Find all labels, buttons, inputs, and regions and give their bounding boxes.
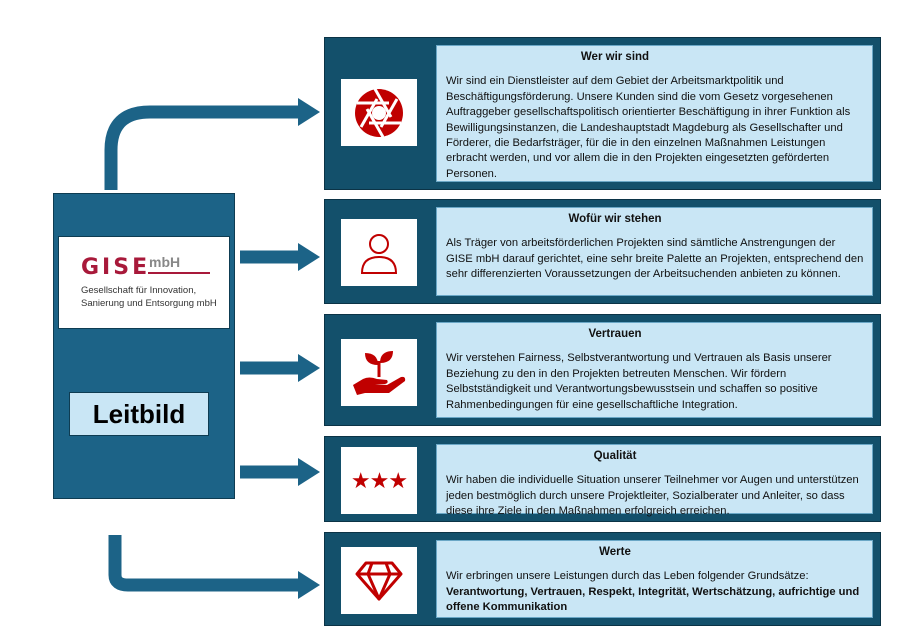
diamond-icon bbox=[341, 547, 417, 614]
three-stars-icon: ★★★ bbox=[341, 447, 417, 514]
logo-suffix: mbH bbox=[149, 254, 181, 270]
hand-plant-icon bbox=[341, 339, 417, 406]
arrow-to-card-1 bbox=[104, 105, 300, 190]
person-icon bbox=[341, 219, 417, 286]
logo-subtitle: Gesellschaft für Innovation,Sanierung un… bbox=[81, 285, 217, 309]
page-title: Leitbild bbox=[69, 392, 209, 436]
arrow-to-card-5 bbox=[108, 535, 300, 592]
gise-logo: GISE mbH Gesellschaft für Innovation,San… bbox=[58, 236, 230, 329]
logo-name: GISE bbox=[81, 255, 151, 280]
aperture-icon bbox=[341, 79, 417, 146]
